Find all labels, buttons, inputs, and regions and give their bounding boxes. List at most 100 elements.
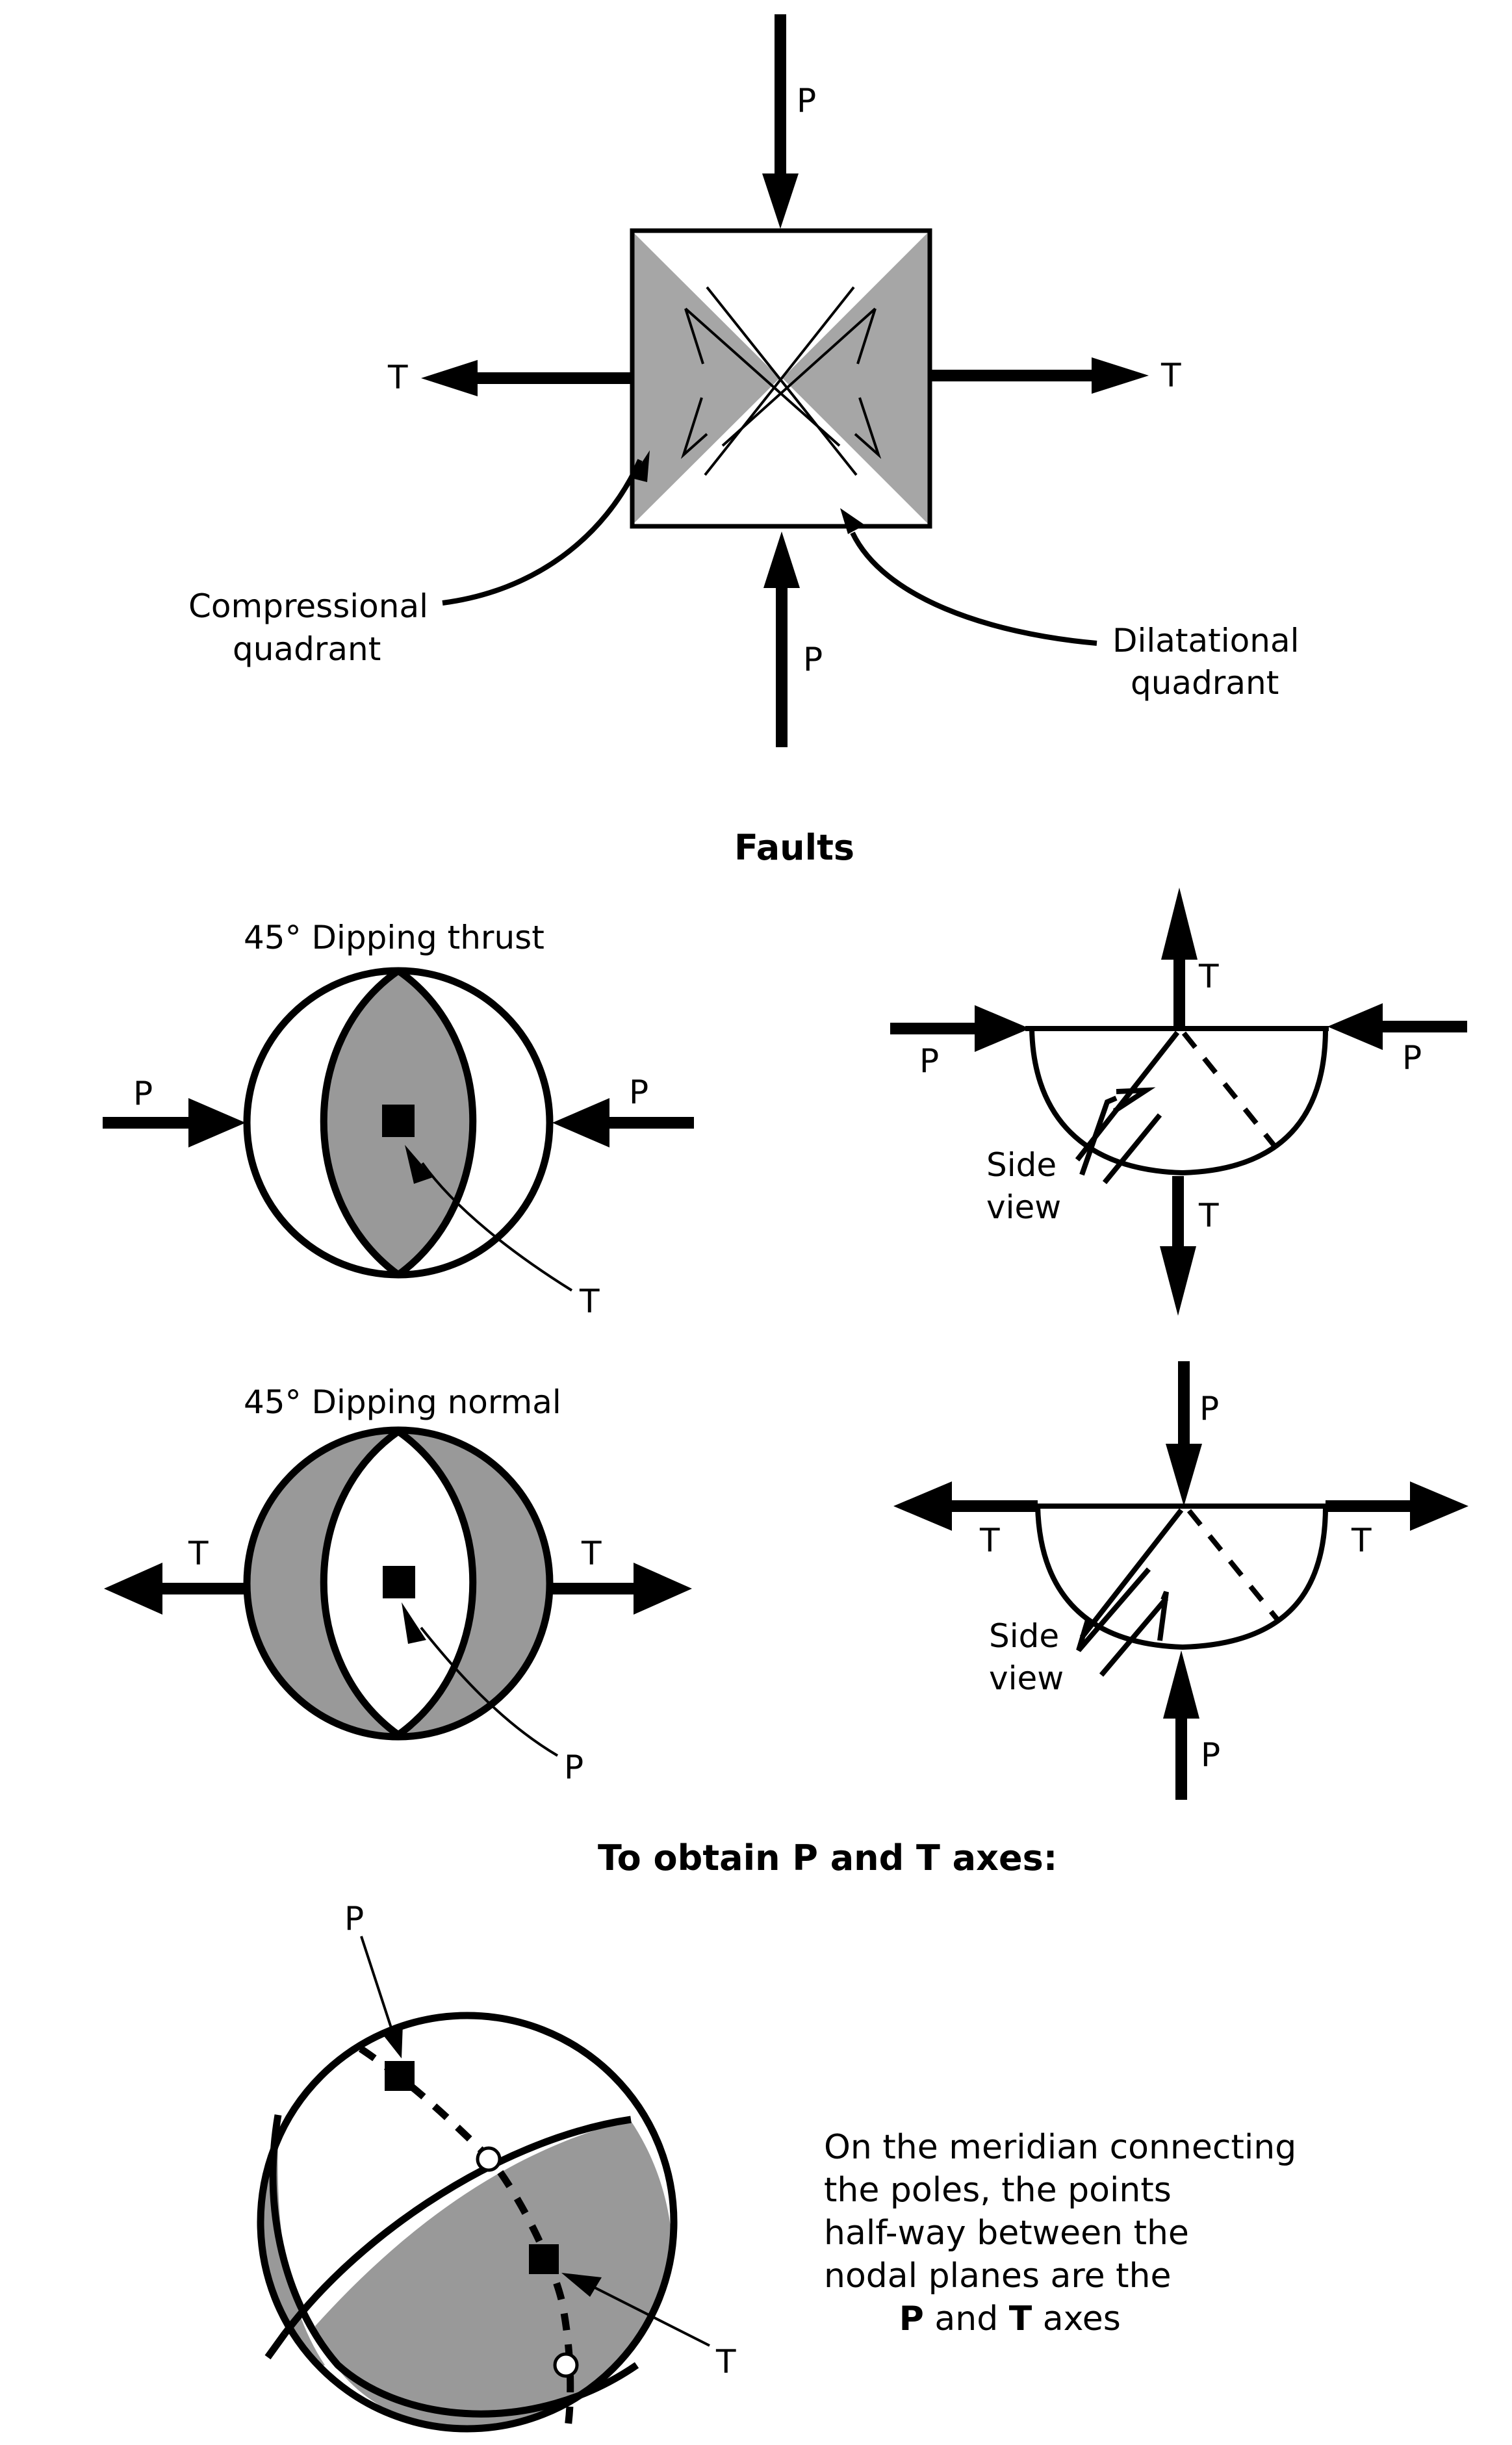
oblique-t-axis-marker xyxy=(529,2244,559,2274)
normal-side-t-right-head xyxy=(1410,1481,1468,1531)
oblique-nodal-plane-1 xyxy=(281,2116,632,2336)
thrust-side-fault-plane-b xyxy=(1102,1113,1162,1184)
thrust-side-caption-line2: view xyxy=(986,1188,1061,1226)
normal-t-label-right: T xyxy=(581,1535,602,1572)
oblique-nodal-plane-2 xyxy=(269,2114,639,2418)
compressional-label-line1: Compressional xyxy=(188,587,428,625)
thrust-side-p-label-right: P xyxy=(1402,1039,1422,1077)
normal-title: 45° Dipping normal xyxy=(244,1383,561,1421)
compressional-quadrant-left xyxy=(634,233,780,524)
normal-side-view-panel: P P T T Side view xyxy=(893,1361,1468,1800)
thrust-beachball-panel: 45° Dipping thrust T P P xyxy=(103,919,694,1320)
oblique-t-pointer-head xyxy=(561,2273,602,2297)
thrust-side-p-right-head xyxy=(1327,1003,1383,1050)
dilatational-label-line1: Dilatational xyxy=(1112,622,1299,659)
normal-nodal-plane-left xyxy=(320,1428,401,1738)
normal-side-p-bottom-head xyxy=(1163,1650,1199,1719)
dilatational-pointer-line xyxy=(850,531,1097,646)
thrust-side-t-label-top: T xyxy=(1198,958,1219,995)
thrust-side-slip-arrow-up-b xyxy=(1112,1087,1156,1114)
normal-side-t-label-right: T xyxy=(1351,1522,1372,1559)
thrust-t-pointer-line xyxy=(421,1162,573,1292)
normal-side-slip-arrow-down xyxy=(1076,1567,1151,1652)
quadrant-box xyxy=(630,228,932,529)
explanation-line2: the poles, the points xyxy=(824,2171,1172,2210)
oblique-p-pointer-head xyxy=(382,2024,403,2058)
explanation-and: and xyxy=(924,2299,1009,2338)
thrust-side-slip-arrow-up xyxy=(1079,1095,1118,1176)
oblique-t-pointer-line xyxy=(583,2281,710,2347)
normal-side-fault-plane-b xyxy=(1099,1596,1169,1677)
compressional-quadrant-right xyxy=(782,233,928,524)
thrust-side-half-sphere xyxy=(1029,1028,1328,1176)
oblique-p-label: P xyxy=(344,1900,364,1938)
normal-focal-sphere xyxy=(243,1426,554,1741)
oblique-pole-upper xyxy=(476,2146,502,2172)
t-arrow-left-head xyxy=(421,360,478,396)
compressional-label-line2: quadrant xyxy=(233,630,381,668)
oblique-nodal-plane-1-tail xyxy=(264,2331,288,2360)
oblique-compressional-region xyxy=(315,2120,673,2427)
fault-plane-a1 xyxy=(706,286,858,476)
slip-arrow-right xyxy=(856,308,877,365)
thrust-p-arrow-right-head xyxy=(552,1098,609,1147)
normal-side-caption-line1: Side xyxy=(989,1617,1059,1655)
explanation-line5: P and T axes xyxy=(824,2299,1175,2338)
oblique-pole-lower xyxy=(553,2352,579,2378)
thrust-side-caption-line1: Side xyxy=(986,1146,1057,1184)
normal-side-p-label-top: P xyxy=(1199,1390,1219,1427)
thrust-side-auxiliary-plane xyxy=(1181,1031,1279,1151)
thrust-p-label-right: P xyxy=(629,1073,648,1111)
normal-p-axis-marker xyxy=(383,1566,415,1598)
explanation-p-bold: P xyxy=(899,2299,924,2338)
explanation-line4: nodal planes are the xyxy=(824,2257,1171,2296)
normal-side-half-sphere xyxy=(1035,1505,1328,1650)
normal-side-slip-arrow-up xyxy=(1157,1591,1169,1641)
thrust-side-t-down-head xyxy=(1160,1246,1196,1316)
slip-arrow-left xyxy=(684,308,704,365)
explanation-axes: axes xyxy=(1032,2299,1121,2338)
normal-side-auxiliary-plane xyxy=(1186,1509,1281,1623)
thrust-p-label-left: P xyxy=(133,1075,153,1112)
t-label-left: T xyxy=(387,359,408,396)
oblique-beachball-panel: P T xyxy=(257,1900,736,2433)
oblique-sphere-outline xyxy=(257,2012,678,2433)
thrust-nodal-plane-right xyxy=(396,967,477,1278)
normal-beachball-panel: 45° Dipping normal P T T xyxy=(104,1383,692,1786)
dilatational-label-line2: quadrant xyxy=(1131,664,1279,702)
fault-plane-a2 xyxy=(684,307,841,447)
normal-side-caption-line2: view xyxy=(989,1659,1064,1697)
explanation-line1: On the meridian connecting xyxy=(824,2128,1296,2167)
axes-heading: To obtain P and T axes: xyxy=(598,1837,1057,1878)
axes-explanation: On the meridian connecting the poles, th… xyxy=(824,2128,1296,2338)
explanation-t-bold: T xyxy=(1009,2299,1032,2338)
normal-p-pointer-head xyxy=(402,1602,426,1644)
compressional-pointer-line xyxy=(442,459,643,606)
normal-side-t-label-left: T xyxy=(979,1522,1000,1559)
explanation-line3: half-way between the xyxy=(824,2214,1189,2253)
thrust-focal-sphere xyxy=(243,967,554,1279)
oblique-p-pointer-line xyxy=(360,1936,394,2034)
normal-side-p-label-bottom: P xyxy=(1201,1736,1220,1774)
thrust-side-t-up-head xyxy=(1161,888,1198,960)
thrust-title: 45° Dipping thrust xyxy=(244,919,545,956)
thrust-nodal-plane-left xyxy=(320,967,401,1278)
quadrant-panel: P P T T Compressional quadrant Dilatatio… xyxy=(188,14,1299,747)
dilatational-pointer-head xyxy=(840,508,865,534)
normal-t-label-left: T xyxy=(188,1535,209,1572)
oblique-t-label: T xyxy=(715,2343,736,2381)
fault-plane-b1 xyxy=(704,286,855,476)
thrust-t-pointer-head xyxy=(405,1145,433,1184)
p-arrow-top-head xyxy=(762,173,799,229)
thrust-side-p-label-left: P xyxy=(919,1042,939,1080)
normal-side-fault-plane-a xyxy=(1079,1508,1184,1639)
normal-nodal-plane-right xyxy=(396,1428,477,1738)
normal-t-left-head xyxy=(104,1563,162,1615)
normal-side-t-left-head xyxy=(893,1481,952,1531)
normal-p-pointer-label: P xyxy=(564,1748,583,1786)
thrust-t-axis-marker xyxy=(382,1105,415,1137)
faults-heading: Faults xyxy=(734,827,854,868)
slip-arrow-left-b xyxy=(680,397,708,459)
p-label-bottom: P xyxy=(803,641,823,678)
